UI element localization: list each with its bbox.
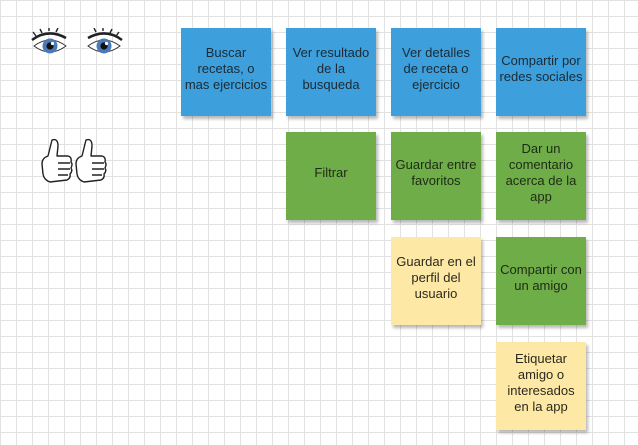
note-text: Guardar en el perfil del usuario	[396, 254, 476, 301]
note-compartir-redes[interactable]: Compartir por redes sociales	[496, 28, 586, 116]
note-guardar-perfil[interactable]: Guardar en el perfil del usuario	[391, 237, 481, 325]
thumbs-up-hands-icon	[41, 138, 107, 183]
note-text: Filtrar	[314, 165, 348, 180]
note-ver-detalles[interactable]: Ver detalles de receta o ejercicio	[391, 28, 481, 116]
note-text: Etiquetar amigo o interesados en la app	[507, 351, 575, 414]
note-text: Dar un comentario acerca de la app	[505, 141, 577, 204]
note-text: Ver detalles de receta o ejercicio	[402, 45, 470, 92]
note-etiquetar-amigo[interactable]: Etiquetar amigo o interesados en la app	[496, 342, 586, 430]
note-guardar-favoritos[interactable]: Guardar entre favoritos	[391, 132, 481, 220]
note-text: Compartir con un amigo	[500, 262, 582, 293]
note-filtrar[interactable]: Filtrar	[286, 132, 376, 220]
note-text: Compartir por redes sociales	[499, 53, 583, 84]
eyes-icon	[31, 28, 123, 54]
note-dar-comentario[interactable]: Dar un comentario acerca de la app	[496, 132, 586, 220]
note-text: Guardar entre favoritos	[395, 157, 477, 188]
note-ver-resultado[interactable]: Ver resultado de la busqueda	[286, 28, 376, 116]
note-text: Ver resultado de la busqueda	[292, 45, 370, 92]
note-text: Buscar recetas, o mas ejercicios	[184, 45, 268, 92]
note-compartir-amigo[interactable]: Compartir con un amigo	[496, 237, 586, 325]
note-buscar-recetas[interactable]: Buscar recetas, o mas ejercicios	[181, 28, 271, 116]
